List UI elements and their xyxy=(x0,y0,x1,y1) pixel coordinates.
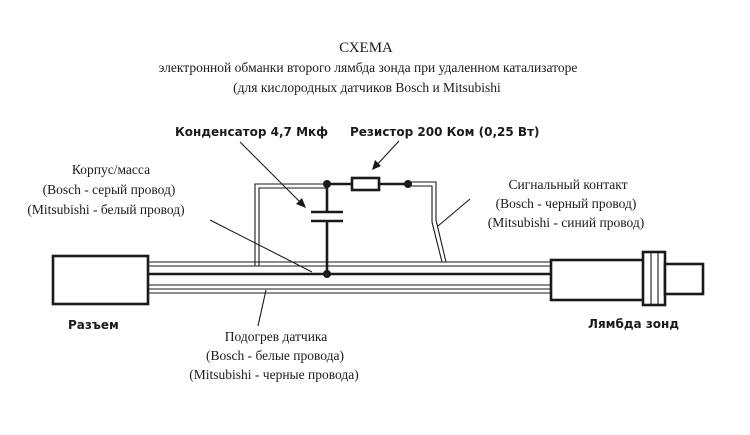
junction-dot-resistor xyxy=(404,180,412,188)
signal-branch-outer xyxy=(408,181,447,263)
heater-wire-label: Подогрев датчика (Bosch - белые провода)… xyxy=(189,329,358,382)
signal-leader-line xyxy=(437,198,471,227)
signal-label-mitsubishi: (Mitsubishi - синий провод) xyxy=(488,215,645,230)
sensor-nut xyxy=(641,250,667,307)
heater-label-title: Подогрев датчика xyxy=(225,329,328,344)
ground-branch-outer xyxy=(254,183,327,266)
capacitor-leader-line xyxy=(239,141,305,207)
diagram-subtitle-2: (для кислородных датчиков Bosch и Mitsub… xyxy=(233,80,501,95)
resistor xyxy=(327,176,408,192)
ground-label-mitsubishi: (Mitsubishi - белый провод) xyxy=(27,202,184,217)
connector-label: Разъем xyxy=(68,318,119,332)
signal-label-title: Сигнальный контакт xyxy=(508,177,627,192)
ground-leader-line xyxy=(209,219,313,273)
resistor-leader-arrowhead xyxy=(372,160,381,170)
heater-label-mitsubishi: (Mitsubishi - черные провода) xyxy=(189,367,358,382)
sensor-body xyxy=(549,258,647,302)
diagram-subtitle: электронной обманки второго лямбда зонда… xyxy=(159,60,578,75)
capacitor-label: Конденсатор 4,7 Мкф xyxy=(175,125,328,139)
wire-harness xyxy=(148,261,551,294)
heater-label-bosch: (Bosch - белые провода) xyxy=(206,348,344,363)
junction-dot-capacitor-top xyxy=(323,180,331,188)
signal-branch xyxy=(408,181,447,263)
capacitor xyxy=(311,184,343,274)
signal-label-bosch: (Bosch - черный провод) xyxy=(496,196,637,211)
resistor-label: Резистор 200 Ком (0,25 Вт) xyxy=(350,125,540,139)
sensor-label: Лямбда зонд xyxy=(588,317,679,331)
diagram-title: СХЕМА xyxy=(339,40,393,56)
ground-label-bosch: (Bosch - серый провод) xyxy=(43,182,176,197)
lambda-sensor xyxy=(549,250,705,307)
signal-wire-label: Сигнальный контакт (Bosch - черный прово… xyxy=(488,177,645,230)
ground-wire-label: Корпус/масса (Bosch - серый провод) (Mit… xyxy=(27,162,184,217)
resistor-body xyxy=(350,176,381,192)
signal-branch-inner xyxy=(408,185,443,263)
junction-dot-ground xyxy=(323,270,331,278)
ground-branch-inner xyxy=(258,187,327,266)
ground-label-title: Корпус/масса xyxy=(72,162,150,177)
sensor-tip xyxy=(663,262,705,296)
ground-branch xyxy=(254,183,327,266)
capacitor-leader-arrowhead xyxy=(296,198,306,208)
heater-leader-line xyxy=(257,289,267,327)
connector-block xyxy=(51,254,150,306)
